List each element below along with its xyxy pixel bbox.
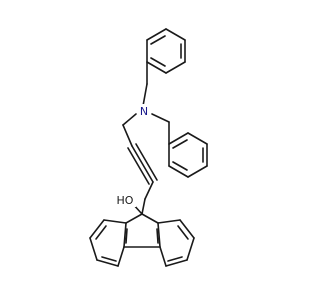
- nitrogen-label: N: [140, 105, 148, 118]
- benzyl-ring-right: [168, 132, 208, 178]
- butynyl-chain: [122, 124, 158, 200]
- structure-diagram: N HO: [89, 28, 208, 267]
- fluorene-core: [89, 198, 195, 267]
- atom-nitrogen: N: [138, 104, 150, 118]
- hydroxyl-label: HO: [117, 194, 134, 207]
- atom-hydroxyl: HO: [114, 192, 136, 207]
- benzylamine-linkers: [122, 61, 170, 145]
- benzyl-ring-top: [146, 28, 186, 74]
